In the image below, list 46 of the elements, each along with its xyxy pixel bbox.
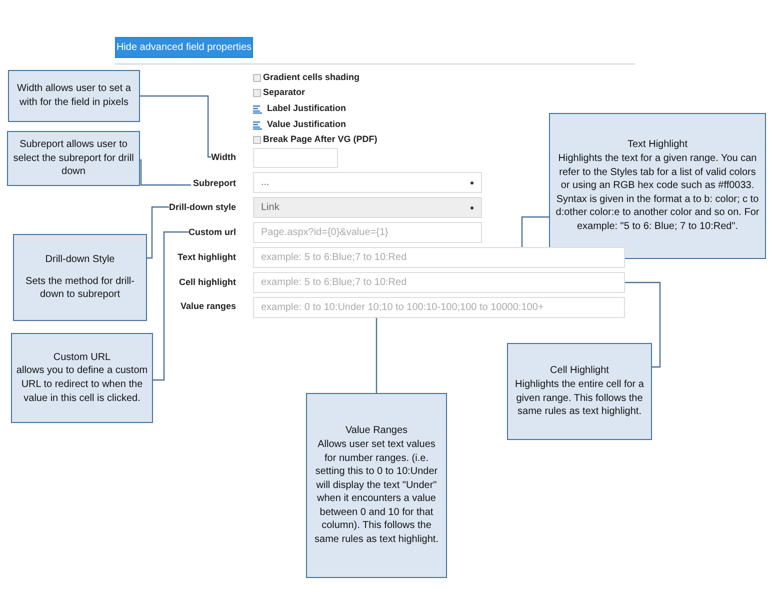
field-label: Cell highlight <box>179 277 236 287</box>
checkbox-label: Gradient cells shading <box>263 72 360 82</box>
field-label: Text highlight <box>178 252 236 262</box>
callout-heading: Value Ranges <box>344 424 409 438</box>
callout-box <box>13 234 147 321</box>
leader-line <box>376 318 378 393</box>
dropdown-field: Link <box>253 197 482 218</box>
callout-heading: Custom URL <box>52 350 112 364</box>
callout-heading: Cell Highlight <box>549 364 610 378</box>
callout-heading: Text Highlight <box>626 138 689 152</box>
checkbox-label: Label Justification <box>267 103 346 113</box>
callout-box <box>549 113 766 259</box>
leader-line <box>625 282 661 368</box>
callout-text: Allows user set text values for number ranges. (i.e. setting this to 0 to 10:Under will display the text "Under" when it encounters a value between 0 and 10 for that column). This follows the same rules as text highlight. <box>314 438 440 547</box>
leader-line <box>521 216 549 247</box>
field-label: Drill-down style <box>168 202 236 212</box>
callout-box <box>11 333 153 423</box>
leader-line <box>140 95 212 158</box>
leader-line <box>140 159 191 186</box>
hide-properties-button: Hide advanced field properties <box>115 37 253 58</box>
callout-text: Highlights the entire cell for a given range. This follows the same rules as text highlight. <box>514 378 645 419</box>
callout-text: Width allows user to set a with for the field in pixels <box>16 82 132 110</box>
input-field: example: 5 to 6:Blue;7 to 10:Red <box>253 272 625 293</box>
input-field: example: 0 to 10:Under 10;10 to 100:10-100;100 to 10000:100+ <box>253 297 625 318</box>
input-field: example: 5 to 6:Blue;7 to 10:Red <box>253 247 625 268</box>
field-label: Width <box>211 152 236 162</box>
callout-box <box>306 393 447 578</box>
field-label: Custom url <box>188 227 236 237</box>
leader-line <box>147 206 169 259</box>
callout-box <box>8 70 140 122</box>
input-field: Page.aspx?id={0}&value={1} <box>253 222 482 243</box>
checkbox-label: Break Page After VG (PDF) <box>263 134 378 144</box>
callout-text: Highlights the text for a given range. You can refer to the Styles tab for a list of valid colors or using an RGB hex code such as #ff0033. Syntax is given in the format a to b: color; c to d:other color:e to another color and so on. For example: "5 to 6: Blue; 7 to 10:Red". <box>554 152 760 234</box>
field-label: Value ranges <box>180 301 236 311</box>
callout-text: Sets the method for drill-down to subreport <box>24 274 136 302</box>
input-field <box>253 148 338 168</box>
callout-text: allows you to define a custom URL to redirect to when the value in this cell is clicked. <box>16 364 148 406</box>
checkbox-label: Separator <box>263 87 306 97</box>
field-label: Subreport <box>192 178 236 188</box>
callout-box <box>7 131 140 186</box>
callout-box <box>507 343 652 440</box>
dropdown-field: ... <box>253 172 482 193</box>
checkbox-label: Value Justification <box>267 119 346 129</box>
callout-heading: Drill-down Style <box>44 253 116 267</box>
callout-text: Subreport allows user to select the subreport for drill down <box>12 138 135 179</box>
leader-line <box>153 231 188 381</box>
